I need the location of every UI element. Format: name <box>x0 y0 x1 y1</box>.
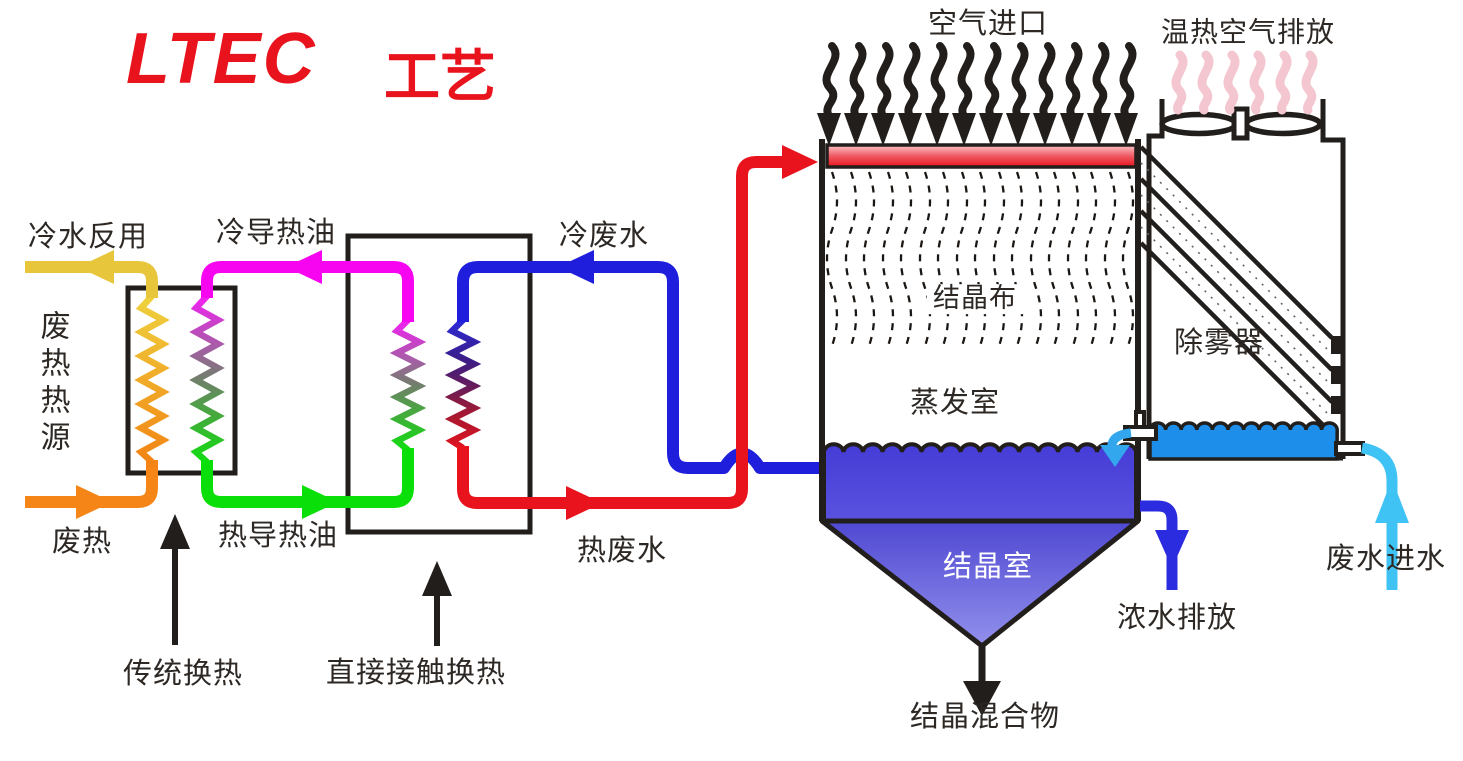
arrow-cold-wastewater <box>558 250 594 284</box>
return-stub <box>1134 410 1146 429</box>
pipe-arrowheads <box>76 145 818 520</box>
label-crystal-mixture: 结晶混合物 <box>909 699 1061 734</box>
inlet-fitting <box>1334 441 1365 456</box>
label-air-inlet: 空气进口 <box>927 6 1049 41</box>
air-inlet-arrows <box>817 46 1138 146</box>
pointer-arrows <box>160 514 452 646</box>
fan-blade-left <box>1159 111 1239 137</box>
crystal-cloth-lines <box>825 170 1135 348</box>
arrow-waste-heat <box>76 485 112 519</box>
label-cold-oil: 冷导热油 <box>215 215 337 250</box>
label-evaporation-chamber: 蒸发室 <box>909 385 1001 420</box>
label-cold-wastewater: 冷废水 <box>558 218 650 253</box>
pipe-hot-wastewater <box>457 156 803 509</box>
pipe-cold-water-reuse <box>25 261 158 298</box>
label-demister: 除雾器 <box>1173 325 1265 360</box>
concentrate-pipe <box>1140 500 1189 590</box>
logo-process-label: 工艺 <box>384 45 496 110</box>
concentrate-discharge-pipe <box>1140 500 1178 590</box>
warm-air-wisps <box>1176 55 1313 110</box>
pool-return <box>1100 410 1158 467</box>
direct-contact-hx-pointer <box>422 561 452 596</box>
label-hot-wastewater: 热废水 <box>576 533 668 568</box>
hot-water-distributor-bar <box>825 143 1138 169</box>
logo-brand: LTEC <box>126 19 317 99</box>
inlet-arrow-up <box>1375 479 1409 523</box>
arrow-cold-oil <box>286 250 322 284</box>
fan-blade-right <box>1243 111 1323 137</box>
pipe-cold-wastewater <box>457 261 821 474</box>
label-wastewater-inlet: 废水进水 <box>1325 541 1447 576</box>
label-hot-oil: 热导热油 <box>217 518 339 553</box>
label-waste-heat-source: 废热热源 <box>34 310 70 458</box>
coil-magenta-green-1 <box>189 293 225 465</box>
arrow-cold-water-reuse <box>78 250 114 284</box>
coil-yellow-orange <box>134 293 170 465</box>
label-crystal-cloth: 结晶布 <box>927 284 1023 314</box>
arrow-hot-wastewater-inlet <box>782 145 818 179</box>
evaporator-water <box>822 442 1138 523</box>
hx-coils <box>134 293 482 465</box>
concentrate-arrow-down <box>1155 530 1189 568</box>
label-crystallization-chamber: 结晶室 <box>942 549 1034 584</box>
demister-channel <box>1139 145 1343 430</box>
arrow-hot-wastewater <box>566 486 602 520</box>
traditional-hx-box <box>125 285 238 476</box>
exhaust-fan <box>1159 106 1323 141</box>
label-direct-contact-hx: 直接接触换热 <box>325 655 507 690</box>
pipes <box>25 156 821 509</box>
label-warm-air-exhaust: 温热空气排放 <box>1160 15 1336 49</box>
label-concentrate-discharge: 浓水排放 <box>1116 600 1238 635</box>
pipe-waste-heat <box>25 460 158 508</box>
crystallizer-funnel <box>819 518 1141 649</box>
arrow-hot-oil <box>302 485 338 519</box>
label-cold-water-reuse: 冷水反用 <box>27 219 149 254</box>
coil-blue-red <box>444 317 482 451</box>
return-flow-arrow <box>1100 445 1130 467</box>
demister-pool <box>1148 421 1339 461</box>
label-traditional-hx: 传统换热 <box>122 656 244 691</box>
direct-contact-hx-box <box>345 233 533 535</box>
coil-magenta-green-2 <box>389 317 427 453</box>
label-waste-heat: 废热 <box>51 524 113 559</box>
fan-hub <box>1231 106 1250 141</box>
traditional-hx-pointer <box>160 514 190 549</box>
crystal-outlet-arrow <box>963 644 1001 716</box>
wastewater-inlet-pipe <box>1334 441 1409 590</box>
